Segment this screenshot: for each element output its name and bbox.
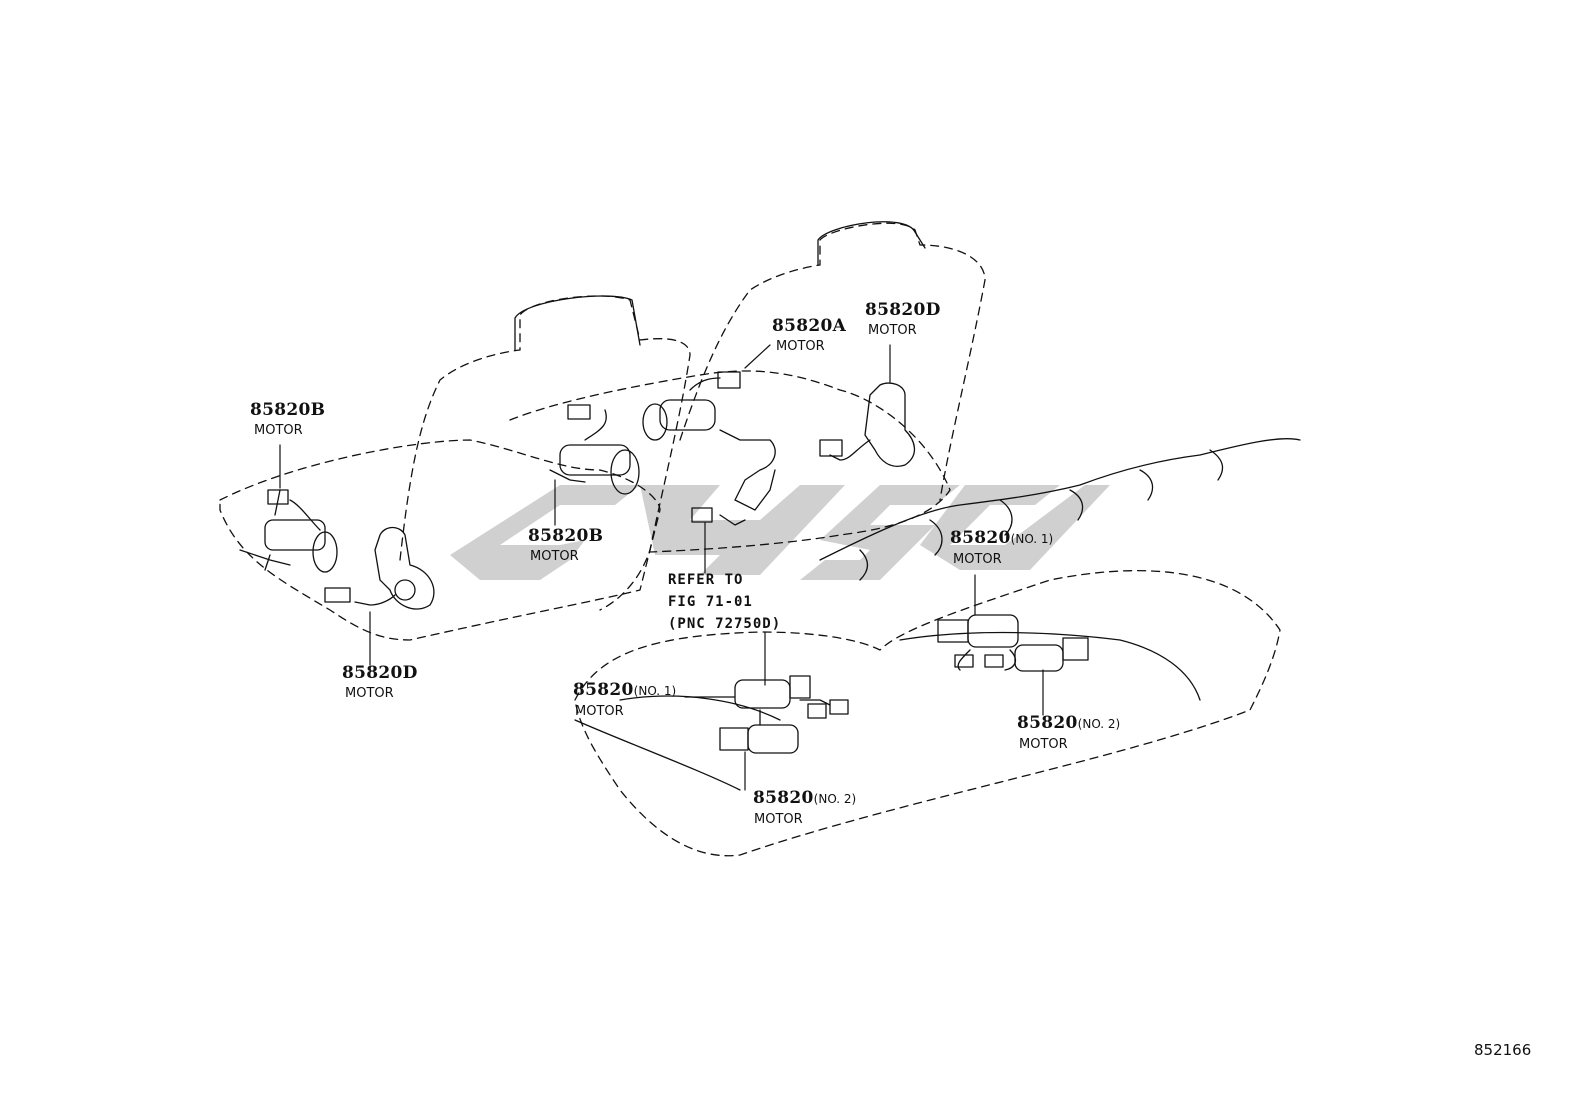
- motor-85820d-left: [324, 526, 435, 610]
- rear-seatback-curves: [859, 449, 1224, 581]
- front-left-seat-cushion: [219, 439, 661, 641]
- callout-85820-no1-right-suffix: (NO. 1): [1010, 532, 1054, 546]
- callout-85820-no2-right: 85820(NO. 2): [1017, 715, 1120, 732]
- motor-85820d-right: [819, 382, 916, 467]
- callout-85820-no1-right-name: MOTOR: [953, 552, 1002, 567]
- figure-id: 852166: [1474, 1041, 1532, 1059]
- callout-85820a-name: MOTOR: [776, 339, 825, 354]
- motor-85820-no1-right: [937, 614, 1019, 671]
- callout-85820-no2-right-suffix: (NO. 2): [1077, 717, 1121, 731]
- callout-85820-no1-left-part: 85820: [573, 680, 634, 700]
- callout-85820b-top-left-name: MOTOR: [254, 423, 303, 438]
- front-right-seat-cushion: [509, 370, 951, 553]
- callout-85820d-left-part: 85820D: [342, 663, 418, 683]
- front-left-seatback: [399, 295, 691, 611]
- front-right-headrest: [817, 221, 926, 266]
- callout-85820-no1-left: 85820(NO. 1): [573, 682, 676, 699]
- reference-note-line2: FIG 71-01: [668, 594, 753, 610]
- callout-85820d-right-name: MOTOR: [868, 323, 917, 338]
- motor-85820-no2-left: [719, 724, 799, 754]
- callout-85820-no1-left-suffix: (NO. 1): [633, 684, 677, 698]
- callout-85820b-top-left-part: 85820B: [250, 400, 326, 420]
- watermark-logo: [450, 485, 1110, 580]
- callout-85820-no1-left-name: MOTOR: [575, 704, 624, 719]
- callout-85820-no2-left: 85820(NO. 2): [753, 790, 856, 807]
- callout-85820d-right-part: 85820D: [865, 300, 941, 320]
- front-right-seatback: [679, 222, 986, 501]
- callout-85820b-center-name: MOTOR: [530, 549, 579, 564]
- callout-85820a-part: 85820A: [772, 316, 847, 336]
- motor-85820-no2-right: [1014, 637, 1089, 672]
- front-left-headrest: [514, 295, 641, 351]
- reference-note-line3: (PNC 72750D): [668, 616, 782, 632]
- rear-seat-lower-line: [899, 631, 1201, 701]
- callout-85820-no2-left-suffix: (NO. 2): [813, 792, 857, 806]
- callout-85820-no1-right: 85820(NO. 1): [950, 530, 1053, 547]
- callout-85820-no2-left-name: MOTOR: [754, 812, 803, 827]
- reference-note-line1: REFER TO: [668, 572, 744, 588]
- motor-85820-no1-left: [734, 675, 849, 726]
- callout-85820b-center-part: 85820B: [528, 526, 604, 546]
- motor-85820b-left: [239, 489, 338, 573]
- callout-85820-no2-right-name: MOTOR: [1019, 737, 1068, 752]
- callout-85820-no2-left-part: 85820: [753, 788, 814, 808]
- motor-85820a: [642, 371, 776, 526]
- rear-bench-seat: [574, 569, 1281, 857]
- callout-85820-no1-right-part: 85820: [950, 528, 1011, 548]
- rear-seat-left-dividers: [574, 695, 781, 791]
- callout-85820-no2-right-part: 85820: [1017, 713, 1078, 733]
- rear-seatback: [819, 438, 1301, 561]
- leader-lines: [279, 344, 1044, 791]
- callout-85820d-left-name: MOTOR: [345, 686, 394, 701]
- motor-85820b-center: [549, 404, 640, 495]
